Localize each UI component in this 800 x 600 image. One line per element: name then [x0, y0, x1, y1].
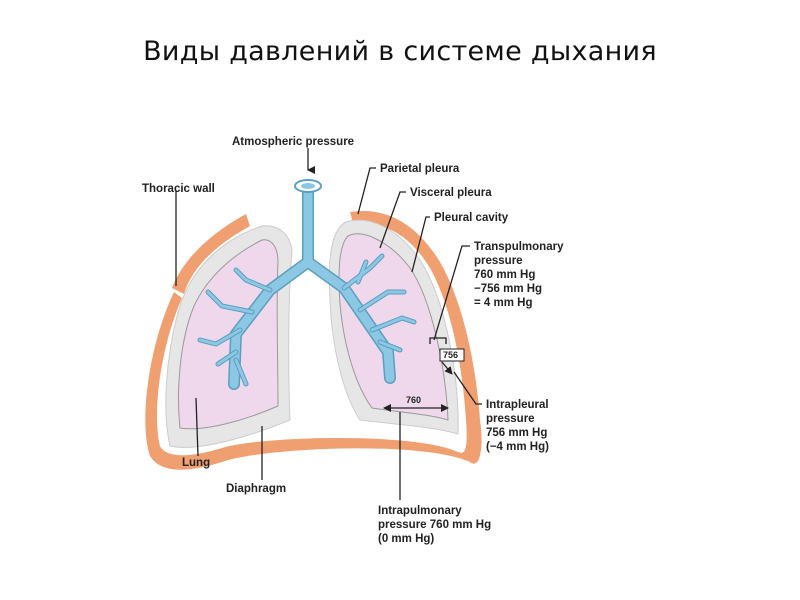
- label-intrapulmonary: Intrapulmonary pressure 760 mm Hg (0 mm …: [378, 505, 494, 545]
- pleural-cavity-leader: [411, 216, 430, 273]
- labels: Atmospheric pressure Parietal pleura Vis…: [142, 136, 567, 545]
- label-intrapleural: Intrapleural pressure 756 mm Hg (−4 mm H…: [486, 399, 552, 453]
- label-parietal-pleura: Parietal pleura: [380, 163, 460, 175]
- label-diaphragm: Diaphragm: [226, 483, 286, 495]
- label-lung: Lung: [182, 457, 210, 469]
- intrapleural-value-mark: 756: [443, 350, 458, 360]
- label-pleural-cavity: Pleural cavity: [434, 212, 509, 224]
- thoracic-wall-left-upper: [172, 214, 250, 294]
- label-atmospheric-pressure: Atmospheric pressure: [232, 136, 354, 148]
- thoracic-wall: [145, 210, 482, 470]
- right-bronchus: [303, 257, 395, 383]
- airway-tree: [197, 179, 417, 390]
- parietal-leader: [357, 167, 376, 215]
- label-transpulmonary: Transpulmonary pressure 760 mm Hg −756 m…: [474, 241, 567, 309]
- slide-title: Виды давлений в системе дыхания: [143, 36, 657, 67]
- visceral-leader: [379, 191, 406, 249]
- intrapleural-leader: [453, 371, 482, 405]
- leader-lines: [175, 148, 482, 500]
- transpulmonary-leader: [433, 245, 470, 341]
- label-thoracic-wall: Thoracic wall: [142, 183, 215, 195]
- intrapulmonary-value-mark: 760: [406, 395, 421, 405]
- label-visceral-pleura: Visceral pleura: [410, 187, 492, 199]
- intrapleural-mark: 756: [429, 337, 465, 375]
- lung-leader: [195, 397, 199, 457]
- intrapulmonary-arrow: 760: [383, 395, 449, 412]
- right-lung: [338, 233, 449, 421]
